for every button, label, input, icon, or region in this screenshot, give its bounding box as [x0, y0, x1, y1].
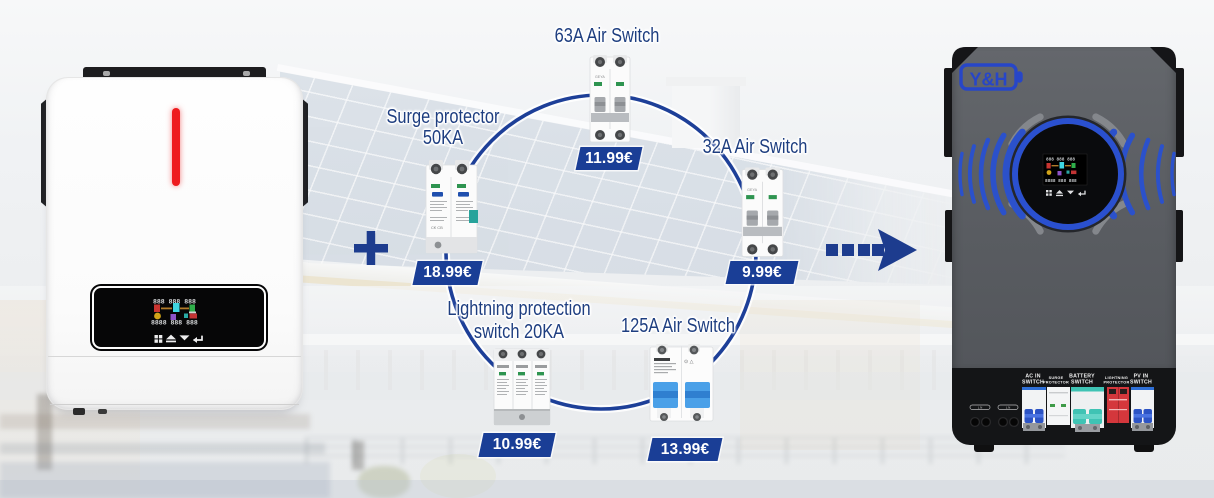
svg-text:L N: L N — [1006, 406, 1011, 410]
svg-text:8888 888 888: 8888 888 888 — [1045, 179, 1077, 184]
svg-text:8888 888 888: 8888 888 888 — [151, 320, 198, 327]
svg-text:888 888 888: 888 888 888 — [1046, 158, 1075, 163]
svg-text:PV IN: PV IN — [1134, 374, 1149, 380]
svg-text:C€ CB: C€ CB — [431, 225, 443, 230]
svg-text:SWITCH: SWITCH — [1022, 380, 1044, 386]
svg-text:BATTERY: BATTERY — [1069, 374, 1095, 380]
svg-text:GEYA: GEYA — [747, 188, 757, 192]
svg-text:L N: L N — [978, 406, 983, 410]
svg-text:PROTECTOR: PROTECTOR — [1103, 381, 1129, 385]
svg-text:AC IN: AC IN — [1025, 374, 1040, 380]
svg-text:SURGE: SURGE — [1049, 376, 1064, 380]
svg-text:888 888 888: 888 888 888 — [153, 299, 196, 306]
svg-text:⊙ △: ⊙ △ — [684, 359, 694, 365]
svg-text:LIGHTNING: LIGHTNING — [1105, 376, 1128, 380]
svg-text:Y&H: Y&H — [969, 70, 1007, 90]
svg-text:GEYA: GEYA — [595, 75, 605, 79]
svg-text:SWITCH: SWITCH — [1130, 380, 1152, 386]
svg-text:PROTECTOR: PROTECTOR — [1043, 381, 1069, 385]
svg-text:SWITCH: SWITCH — [1071, 380, 1093, 386]
